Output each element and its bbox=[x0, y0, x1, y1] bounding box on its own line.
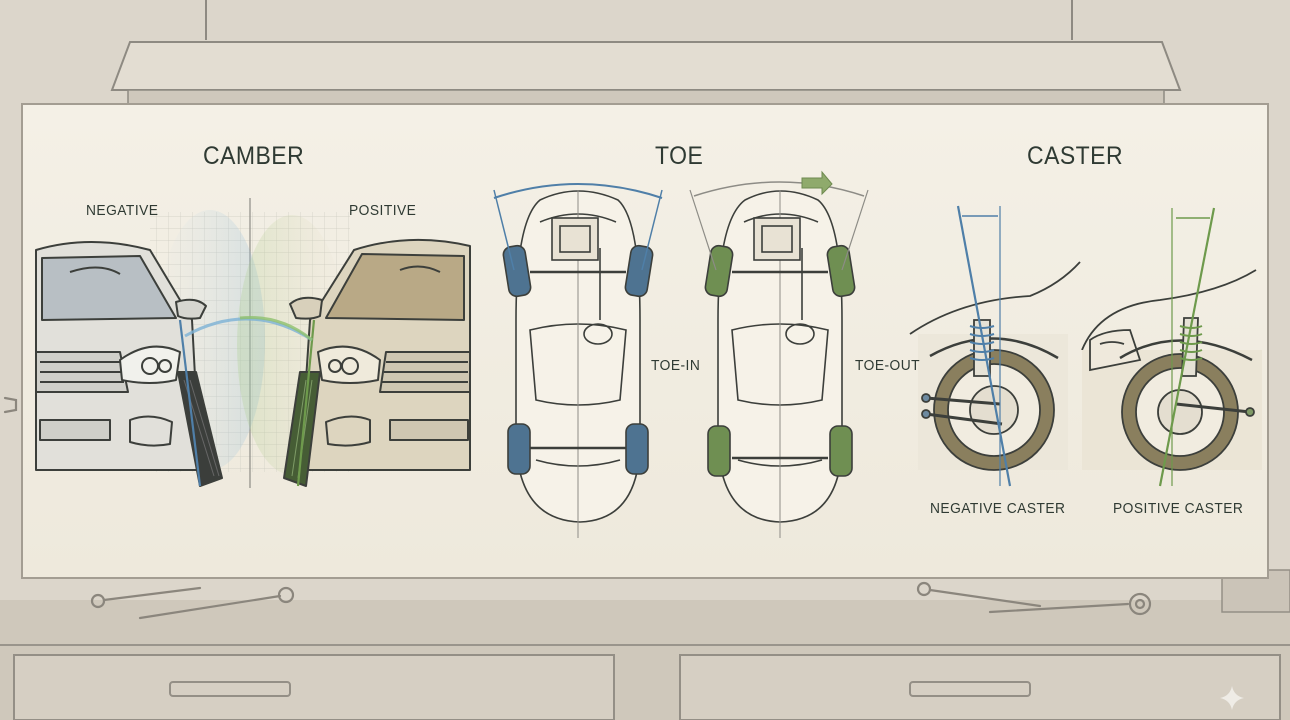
camber-positive-label: POSITIVE bbox=[349, 202, 417, 219]
toe-out-car bbox=[704, 190, 856, 538]
arrow-right-icon bbox=[801, 170, 833, 196]
camber-negative-label: NEGATIVE bbox=[86, 202, 159, 219]
negative-caster-label: NEGATIVE CASTER bbox=[930, 500, 1066, 517]
positive-caster-label: POSITIVE CASTER bbox=[1113, 500, 1244, 517]
toe-title: TOE bbox=[655, 142, 704, 170]
wrench-icon bbox=[3, 396, 1152, 620]
caster-title: CASTER bbox=[1027, 142, 1124, 170]
caster-section bbox=[909, 205, 1262, 487]
camber-positive-car bbox=[283, 238, 471, 487]
toe-out-label: TOE-OUT bbox=[855, 357, 921, 374]
camber-section bbox=[35, 198, 471, 488]
toe-section bbox=[493, 170, 869, 538]
toe-in-car bbox=[502, 190, 654, 538]
sparkle-icon bbox=[1220, 686, 1244, 710]
camber-title: CAMBER bbox=[203, 142, 305, 170]
toe-in-label: TOE-IN bbox=[651, 357, 701, 374]
